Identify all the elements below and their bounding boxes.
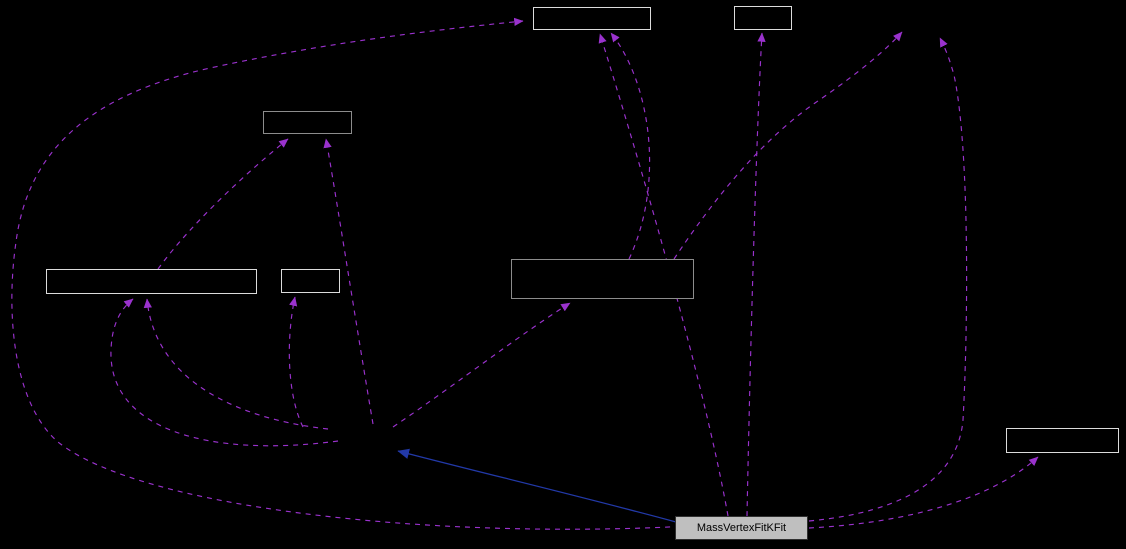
usage-edge-cluster-to-upperleft [323,138,374,425]
usage-edge-middle-to-top [610,32,651,260]
class-node-left-small[interactable] [281,269,340,293]
class-node-upper-left[interactable] [263,111,352,134]
usage-edge-cluster-to-middle [392,302,571,428]
selected-class-node[interactable]: MassVertexFitKFit [675,516,808,540]
usage-edge-sweep-right [673,31,903,260]
usage-edge-right-loop [808,37,968,522]
class-node-bottom-right[interactable] [1006,428,1119,453]
usage-edge-cluster-to-small [288,296,304,428]
usage-edge-cluster-to-wide-b [110,298,339,447]
class-node-left-wide[interactable] [46,269,257,294]
usage-edge-to-top-small [746,32,766,517]
usage-edge-cluster-to-wide-a [143,298,329,430]
inheritance-edge [397,448,677,523]
class-node-top-right-small[interactable] [734,6,792,30]
usage-edge-wide-to-upperleft [157,138,289,270]
usage-edge-to-bottom-right [808,456,1039,529]
class-node-middle[interactable] [511,259,694,299]
class-node-top-center[interactable] [533,7,651,30]
selected-class-label: MassVertexFitKFit [696,521,787,534]
